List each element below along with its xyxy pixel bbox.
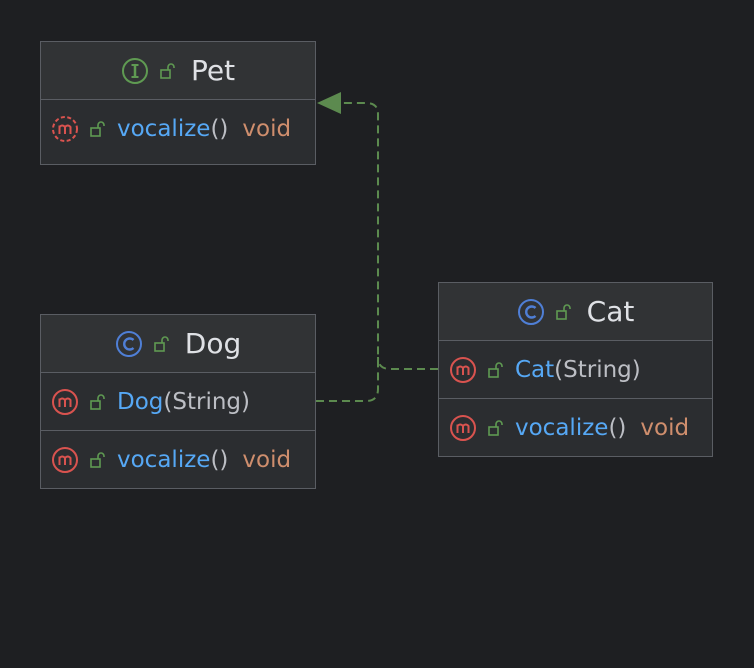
method-name: vocalize bbox=[515, 414, 609, 441]
member-row[interactable]: Dog(String) bbox=[41, 373, 315, 431]
cat-implements-pet-edge bbox=[377, 356, 438, 370]
public-visibility-icon bbox=[159, 62, 177, 80]
return-type: void bbox=[242, 115, 292, 142]
dog-header: Dog bbox=[41, 315, 315, 373]
constructor-name: Cat bbox=[515, 356, 555, 383]
method-icon bbox=[51, 446, 79, 474]
class-icon bbox=[517, 298, 545, 326]
return-type: void bbox=[242, 446, 292, 473]
class-name: Pet bbox=[190, 54, 236, 87]
class-name: Dog bbox=[184, 327, 242, 360]
return-type: void bbox=[640, 414, 690, 441]
pet-header: Pet bbox=[41, 42, 315, 100]
public-visibility-icon bbox=[153, 335, 171, 353]
arrowhead-icon bbox=[317, 92, 341, 114]
public-visibility-icon bbox=[487, 419, 505, 437]
method-params: (String) bbox=[163, 388, 250, 415]
method-name: vocalize bbox=[117, 446, 211, 473]
method-abstract-icon bbox=[51, 115, 79, 143]
member-row[interactable]: Cat(String) bbox=[439, 341, 712, 399]
method-params: () bbox=[608, 414, 627, 441]
method-params: () bbox=[210, 115, 229, 142]
member-row[interactable]: vocalize() void bbox=[439, 399, 712, 456]
public-visibility-icon bbox=[89, 393, 107, 411]
method-name: vocalize bbox=[117, 115, 211, 142]
public-visibility-icon bbox=[89, 120, 107, 138]
method-icon bbox=[51, 388, 79, 416]
member-row[interactable]: vocalize() void bbox=[41, 431, 315, 488]
dog-implements-pet-edge bbox=[316, 102, 379, 402]
public-visibility-icon bbox=[555, 303, 573, 321]
dog-class-box[interactable]: Dog Dog(String) bbox=[40, 314, 316, 489]
method-icon bbox=[449, 414, 477, 442]
method-params: (String) bbox=[554, 356, 641, 383]
public-visibility-icon bbox=[487, 361, 505, 379]
cat-class-box[interactable]: Cat Cat(String) bbox=[438, 282, 713, 457]
constructor-name: Dog bbox=[117, 388, 164, 415]
public-visibility-icon bbox=[89, 451, 107, 469]
cat-header: Cat bbox=[439, 283, 712, 341]
interface-icon bbox=[121, 57, 149, 85]
class-icon bbox=[115, 330, 143, 358]
method-icon bbox=[449, 356, 477, 384]
pet-interface-box[interactable]: Pet vocalize() void bbox=[40, 41, 316, 165]
class-name: Cat bbox=[586, 295, 635, 328]
method-params: () bbox=[210, 446, 229, 473]
member-row[interactable]: vocalize() void bbox=[41, 100, 315, 157]
